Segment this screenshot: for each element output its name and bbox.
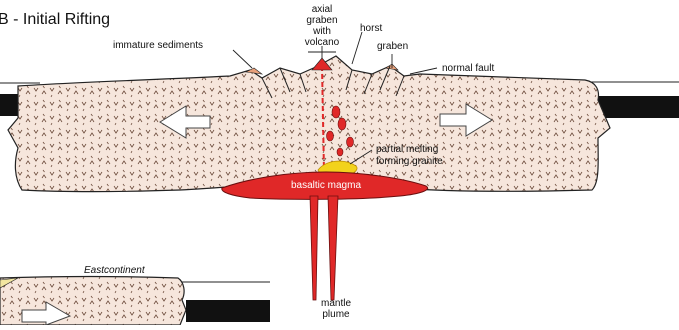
horst-label: horst xyxy=(360,23,382,34)
axial-graben-label-2: graben xyxy=(306,15,337,26)
mantle-plume-stem-right xyxy=(328,196,338,300)
eastcontinent-label: Eastcontinent xyxy=(84,265,146,276)
immature-sediments-label: immature sediments xyxy=(113,40,203,51)
axial-graben-label-3: with xyxy=(312,26,331,37)
partial-melting-label-1: partial melting xyxy=(376,144,438,155)
partial-melting-label-2: forming granite xyxy=(376,156,443,167)
graben-label: graben xyxy=(377,41,408,52)
continental-crust xyxy=(8,56,610,192)
diagram-title: B - Initial Rifting xyxy=(0,11,110,28)
eastcontinent-lithosphere-bar xyxy=(186,300,270,322)
mantle-plume-label-1: mantle xyxy=(321,298,351,309)
mantle-plume-stem-left xyxy=(310,196,318,300)
basaltic-magma-label: basaltic magma xyxy=(291,180,361,191)
axial-graben-label-4: volcano xyxy=(305,37,340,48)
normal-fault-label: normal fault xyxy=(442,63,494,74)
axial-graben-label-1: axial xyxy=(312,4,333,15)
mantle-plume-label-2: plume xyxy=(322,309,350,320)
